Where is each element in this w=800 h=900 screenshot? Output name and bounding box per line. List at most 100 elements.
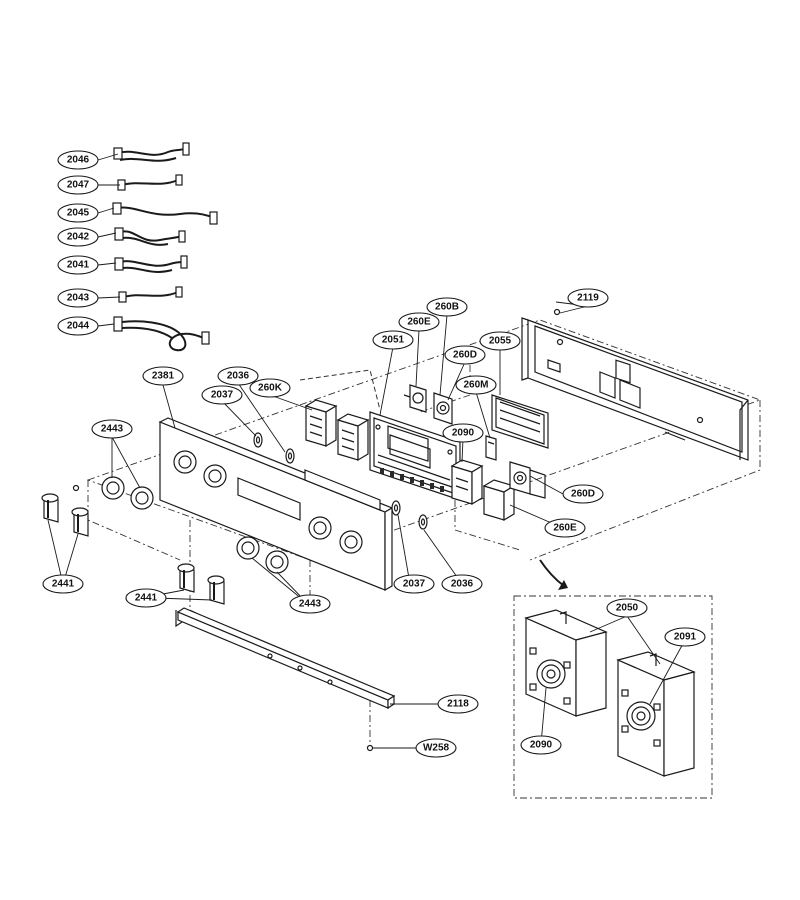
- callout-2043: 2043: [57, 288, 99, 308]
- callout-2055-text: 2055: [489, 336, 512, 347]
- encoder-module-2090: [524, 609, 608, 717]
- callout-2090-inset: 2090: [520, 735, 562, 755]
- callout-260K: 260K: [249, 378, 291, 398]
- callout-2050: 2050: [606, 598, 648, 618]
- callout-2090-inset-text: 2090: [530, 740, 553, 751]
- callout-W258-text: W258: [423, 743, 450, 754]
- knob-bezel-2443: [236, 536, 260, 560]
- panel-knob-hole: [203, 464, 227, 488]
- encoder-260E-top: [403, 384, 427, 413]
- callout-2036-top: 2036: [217, 366, 259, 386]
- panel-knob-hole: [339, 530, 363, 554]
- washer-2037-top: [253, 432, 263, 448]
- control-board-2051: [369, 411, 461, 501]
- callout-W258: W258: [415, 738, 457, 758]
- knob-bezel-2443: [101, 476, 125, 500]
- callout-2118-text: 2118: [447, 699, 469, 710]
- callout-2381: 2381: [142, 366, 184, 386]
- callout-260E-right: 260E: [544, 518, 586, 538]
- arrow-head-icon: [558, 580, 568, 590]
- wire-harness-2045: [112, 202, 218, 225]
- callout-2443-mid: 2443: [289, 594, 331, 614]
- callout-2443-left-text: 2443: [101, 424, 124, 435]
- knob-2441: [71, 507, 89, 537]
- wire-harness-2046: [113, 142, 190, 162]
- callout-2041: 2041: [57, 255, 99, 275]
- wire-harness-group: [112, 142, 218, 352]
- washer-2037-bottom: [391, 500, 401, 516]
- callout-2443-left: 2443: [91, 419, 133, 439]
- callout-2119-text: 2119: [577, 293, 599, 304]
- knob-2441: [177, 563, 195, 593]
- callout-260M-text: 260M: [463, 380, 488, 391]
- encoder-260M: [485, 435, 497, 461]
- callout-2050-text: 2050: [616, 603, 639, 614]
- callout-2047: 2047: [57, 175, 99, 195]
- callout-2046: 2046: [57, 150, 99, 170]
- callout-2042: 2042: [57, 227, 99, 247]
- callout-2044: 2044: [57, 316, 99, 336]
- callout-260E-top-text: 260E: [407, 317, 431, 328]
- callout-2051: 2051: [372, 330, 414, 350]
- callout-260D-top: 260D: [444, 345, 486, 365]
- callout-260B-text: 260B: [435, 302, 459, 313]
- callout-2046-text: 2046: [67, 155, 90, 166]
- encoder-module-2091: [616, 651, 696, 777]
- callout-2037-top: 2037: [201, 385, 243, 405]
- callout-2037-bottom-text: 2037: [403, 579, 426, 590]
- encoder-260K: [304, 399, 338, 448]
- panel-knob-hole: [308, 516, 332, 540]
- callout-2441-left: 2441: [42, 574, 84, 594]
- callout-2036-top-text: 2036: [227, 371, 250, 382]
- callout-2090-main: 2090: [442, 423, 484, 443]
- callout-2441-left-text: 2441: [52, 579, 75, 590]
- callout-2042-text: 2042: [67, 232, 90, 243]
- callout-2036-bottom-text: 2036: [451, 579, 474, 590]
- callout-2041-text: 2041: [67, 260, 90, 271]
- arrow-icon: [539, 559, 565, 587]
- callout-2055: 2055: [479, 331, 521, 351]
- display-window-2055: [491, 394, 549, 449]
- knob-2441: [207, 575, 225, 605]
- wire-harness-2041: [114, 255, 188, 273]
- encoder-260D-left: [336, 413, 370, 462]
- callout-260B: 260B: [426, 297, 468, 317]
- callout-2045-text: 2045: [67, 208, 90, 219]
- callout-260M: 260M: [455, 375, 497, 395]
- callout-2441-mid: 2441: [125, 588, 167, 608]
- callout-2119: 2119: [567, 288, 609, 308]
- callout-2091-text: 2091: [674, 632, 697, 643]
- callout-2037-bottom: 2037: [393, 574, 435, 594]
- callout-2044-text: 2044: [67, 321, 90, 332]
- callout-2036-bottom: 2036: [441, 574, 483, 594]
- callout-260E-right-text: 260E: [553, 523, 577, 534]
- wire-harness-2042: [114, 227, 186, 246]
- wire-harness-2047: [117, 174, 183, 191]
- callout-260D-right: 260D: [562, 484, 604, 504]
- wire-harness-2043: [118, 286, 183, 303]
- encoder-260D-right: [509, 461, 546, 499]
- screw-W258: [366, 744, 374, 752]
- callout-2091: 2091: [664, 627, 706, 647]
- callout-2051-text: 2051: [382, 335, 405, 346]
- encoder-2090-main: [450, 459, 484, 506]
- panel-bracket-2118: [175, 607, 396, 710]
- callout-2443-mid-text: 2443: [299, 599, 322, 610]
- callout-2090-main-text: 2090: [452, 428, 475, 439]
- callout-2441-mid-text: 2441: [135, 593, 158, 604]
- callout-2045: 2045: [57, 203, 99, 223]
- callout-2047-text: 2047: [67, 180, 90, 191]
- callout-260D-right-text: 260D: [571, 489, 595, 500]
- encoder-260B: [433, 392, 453, 425]
- callout-260D-top-text: 260D: [453, 350, 477, 361]
- detail-inset: [513, 559, 713, 799]
- rear-bracket-2119: [521, 308, 749, 461]
- callout-260E-top: 260E: [398, 312, 440, 332]
- knob-2441: [41, 493, 59, 523]
- screw: [72, 484, 80, 492]
- panel-knob-hole: [173, 450, 197, 474]
- callout-2118: 2118: [437, 694, 479, 714]
- washer-2036-bottom: [418, 514, 428, 530]
- knob-bezel-2443: [130, 486, 154, 510]
